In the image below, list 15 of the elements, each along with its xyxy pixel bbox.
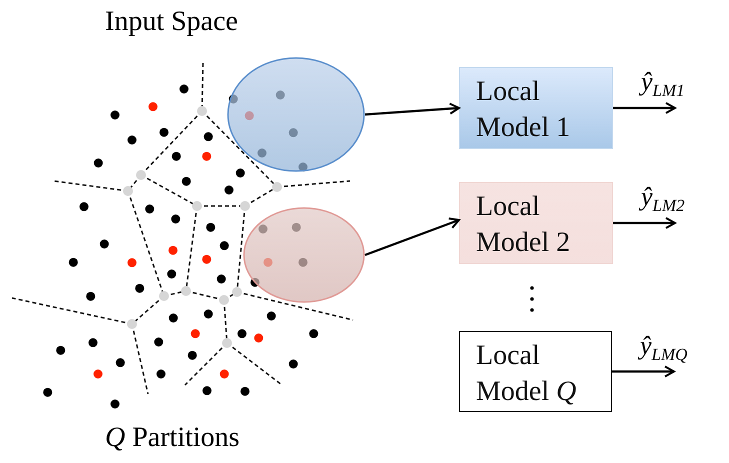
box-text: Local Model Q — [476, 339, 578, 409]
arrow — [613, 102, 676, 114]
arrow — [613, 217, 676, 229]
box-text: Local Model 1 — [476, 75, 572, 145]
arrow — [612, 366, 675, 378]
diagram-title: Input Space — [105, 6, 238, 38]
arrow — [364, 102, 460, 116]
model-box — [459, 182, 613, 264]
model-box — [459, 67, 613, 149]
box-text: Local Model 2 — [476, 190, 572, 260]
arrow — [364, 217, 460, 256]
diagram-caption: Q Partitions — [105, 422, 240, 454]
partition-ellipse — [227, 57, 365, 172]
model-box — [459, 331, 612, 412]
partition-ellipse — [243, 207, 365, 303]
